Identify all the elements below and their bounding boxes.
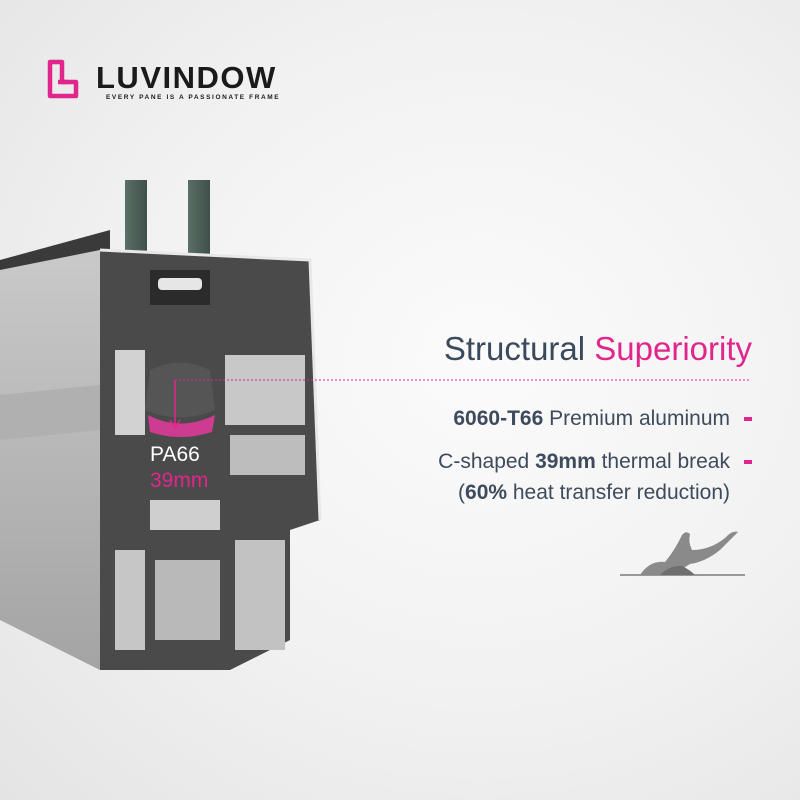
spec-heat-reduction: (60% heat transfer reduction): [458, 481, 730, 505]
spec-thermal-text2: thermal break: [595, 450, 730, 473]
spec-aluminum-grade: 6060-T66: [453, 407, 544, 430]
thermal-break-material-label: PA66: [150, 443, 200, 466]
bullet-tick-icon: [744, 460, 752, 465]
headline-accent: Superiority: [594, 330, 752, 367]
thermal-break-size-label: 39mm: [150, 469, 209, 492]
brand-logo: LUVINDOW EVERY PANE IS A PASSIONATE FRAM…: [44, 58, 284, 108]
spec-heat-open: (: [458, 481, 466, 504]
bullet-tick-icon: [744, 417, 752, 422]
headline: Structural Superiority: [444, 330, 752, 368]
luvindow-logo-icon: [47, 59, 79, 99]
spec-thermal-break: C-shaped 39mm thermal break: [438, 450, 752, 474]
sculpture-figure-icon: [620, 531, 745, 576]
brand-name: LUVINDOW: [96, 60, 277, 95]
spec-aluminum-text: Premium aluminum: [543, 407, 730, 430]
spec-heat-text: heat transfer reduction): [507, 481, 730, 504]
spec-thermal-text1: C-shaped: [438, 450, 536, 473]
aluminum-window-profile-illustration: [0, 180, 322, 670]
spec-thermal-size: 39mm: [535, 450, 596, 473]
spec-heat-percent: 60%: [465, 481, 508, 504]
spec-aluminum: 6060-T66 Premium aluminum: [453, 407, 752, 431]
headline-part1: Structural: [443, 330, 595, 367]
brand-tagline: EVERY PANE IS A PASSIONATE FRAME: [106, 94, 281, 101]
